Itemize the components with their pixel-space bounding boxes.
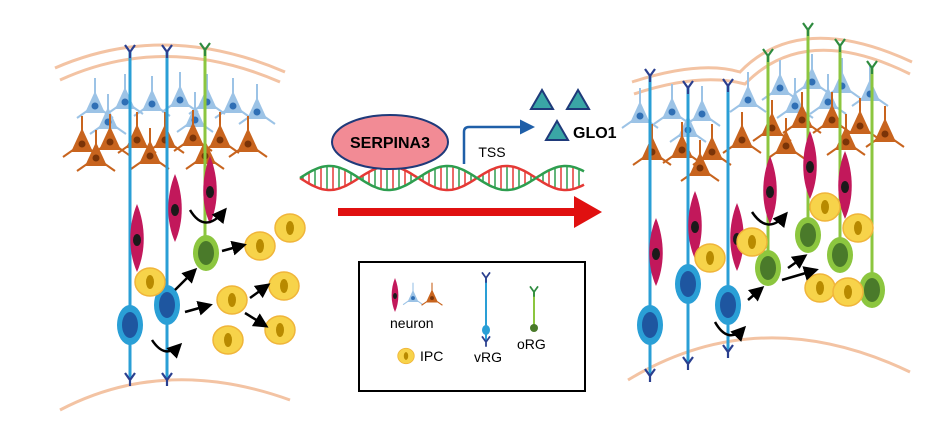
legend-ipc-icon (397, 347, 415, 365)
legend-vrg-label: vRG (474, 349, 502, 365)
glo1-label: GLO1 (573, 125, 617, 142)
legend-ipc-label: IPC (420, 348, 443, 364)
serpina3-protein: SERPINA3 (331, 114, 449, 170)
left-panel (54, 41, 306, 412)
glo1-protein-icons (529, 88, 591, 141)
legend-vrg-icon (481, 271, 491, 348)
legend-org-icon (529, 285, 539, 332)
ventricular-membrane-left (59, 378, 291, 412)
legend-org-label: oRG (517, 336, 546, 352)
legend-neuron-label: neuron (390, 315, 434, 331)
middle-section: SERPINA3 TSS GLO1 neuron (299, 88, 617, 392)
tss-label: TSS (478, 144, 505, 160)
transition-arrow (338, 196, 602, 228)
dna-helix (299, 164, 585, 192)
right-panel (621, 21, 913, 384)
pial-membrane-right (631, 36, 913, 96)
ventricular-membrane-right (627, 336, 911, 382)
pial-membrane-left (54, 43, 286, 84)
legend-box: neuron vRG oRG IPC (358, 261, 586, 392)
tss-arrow (462, 119, 535, 164)
serpina3-label: SERPINA3 (350, 135, 430, 152)
